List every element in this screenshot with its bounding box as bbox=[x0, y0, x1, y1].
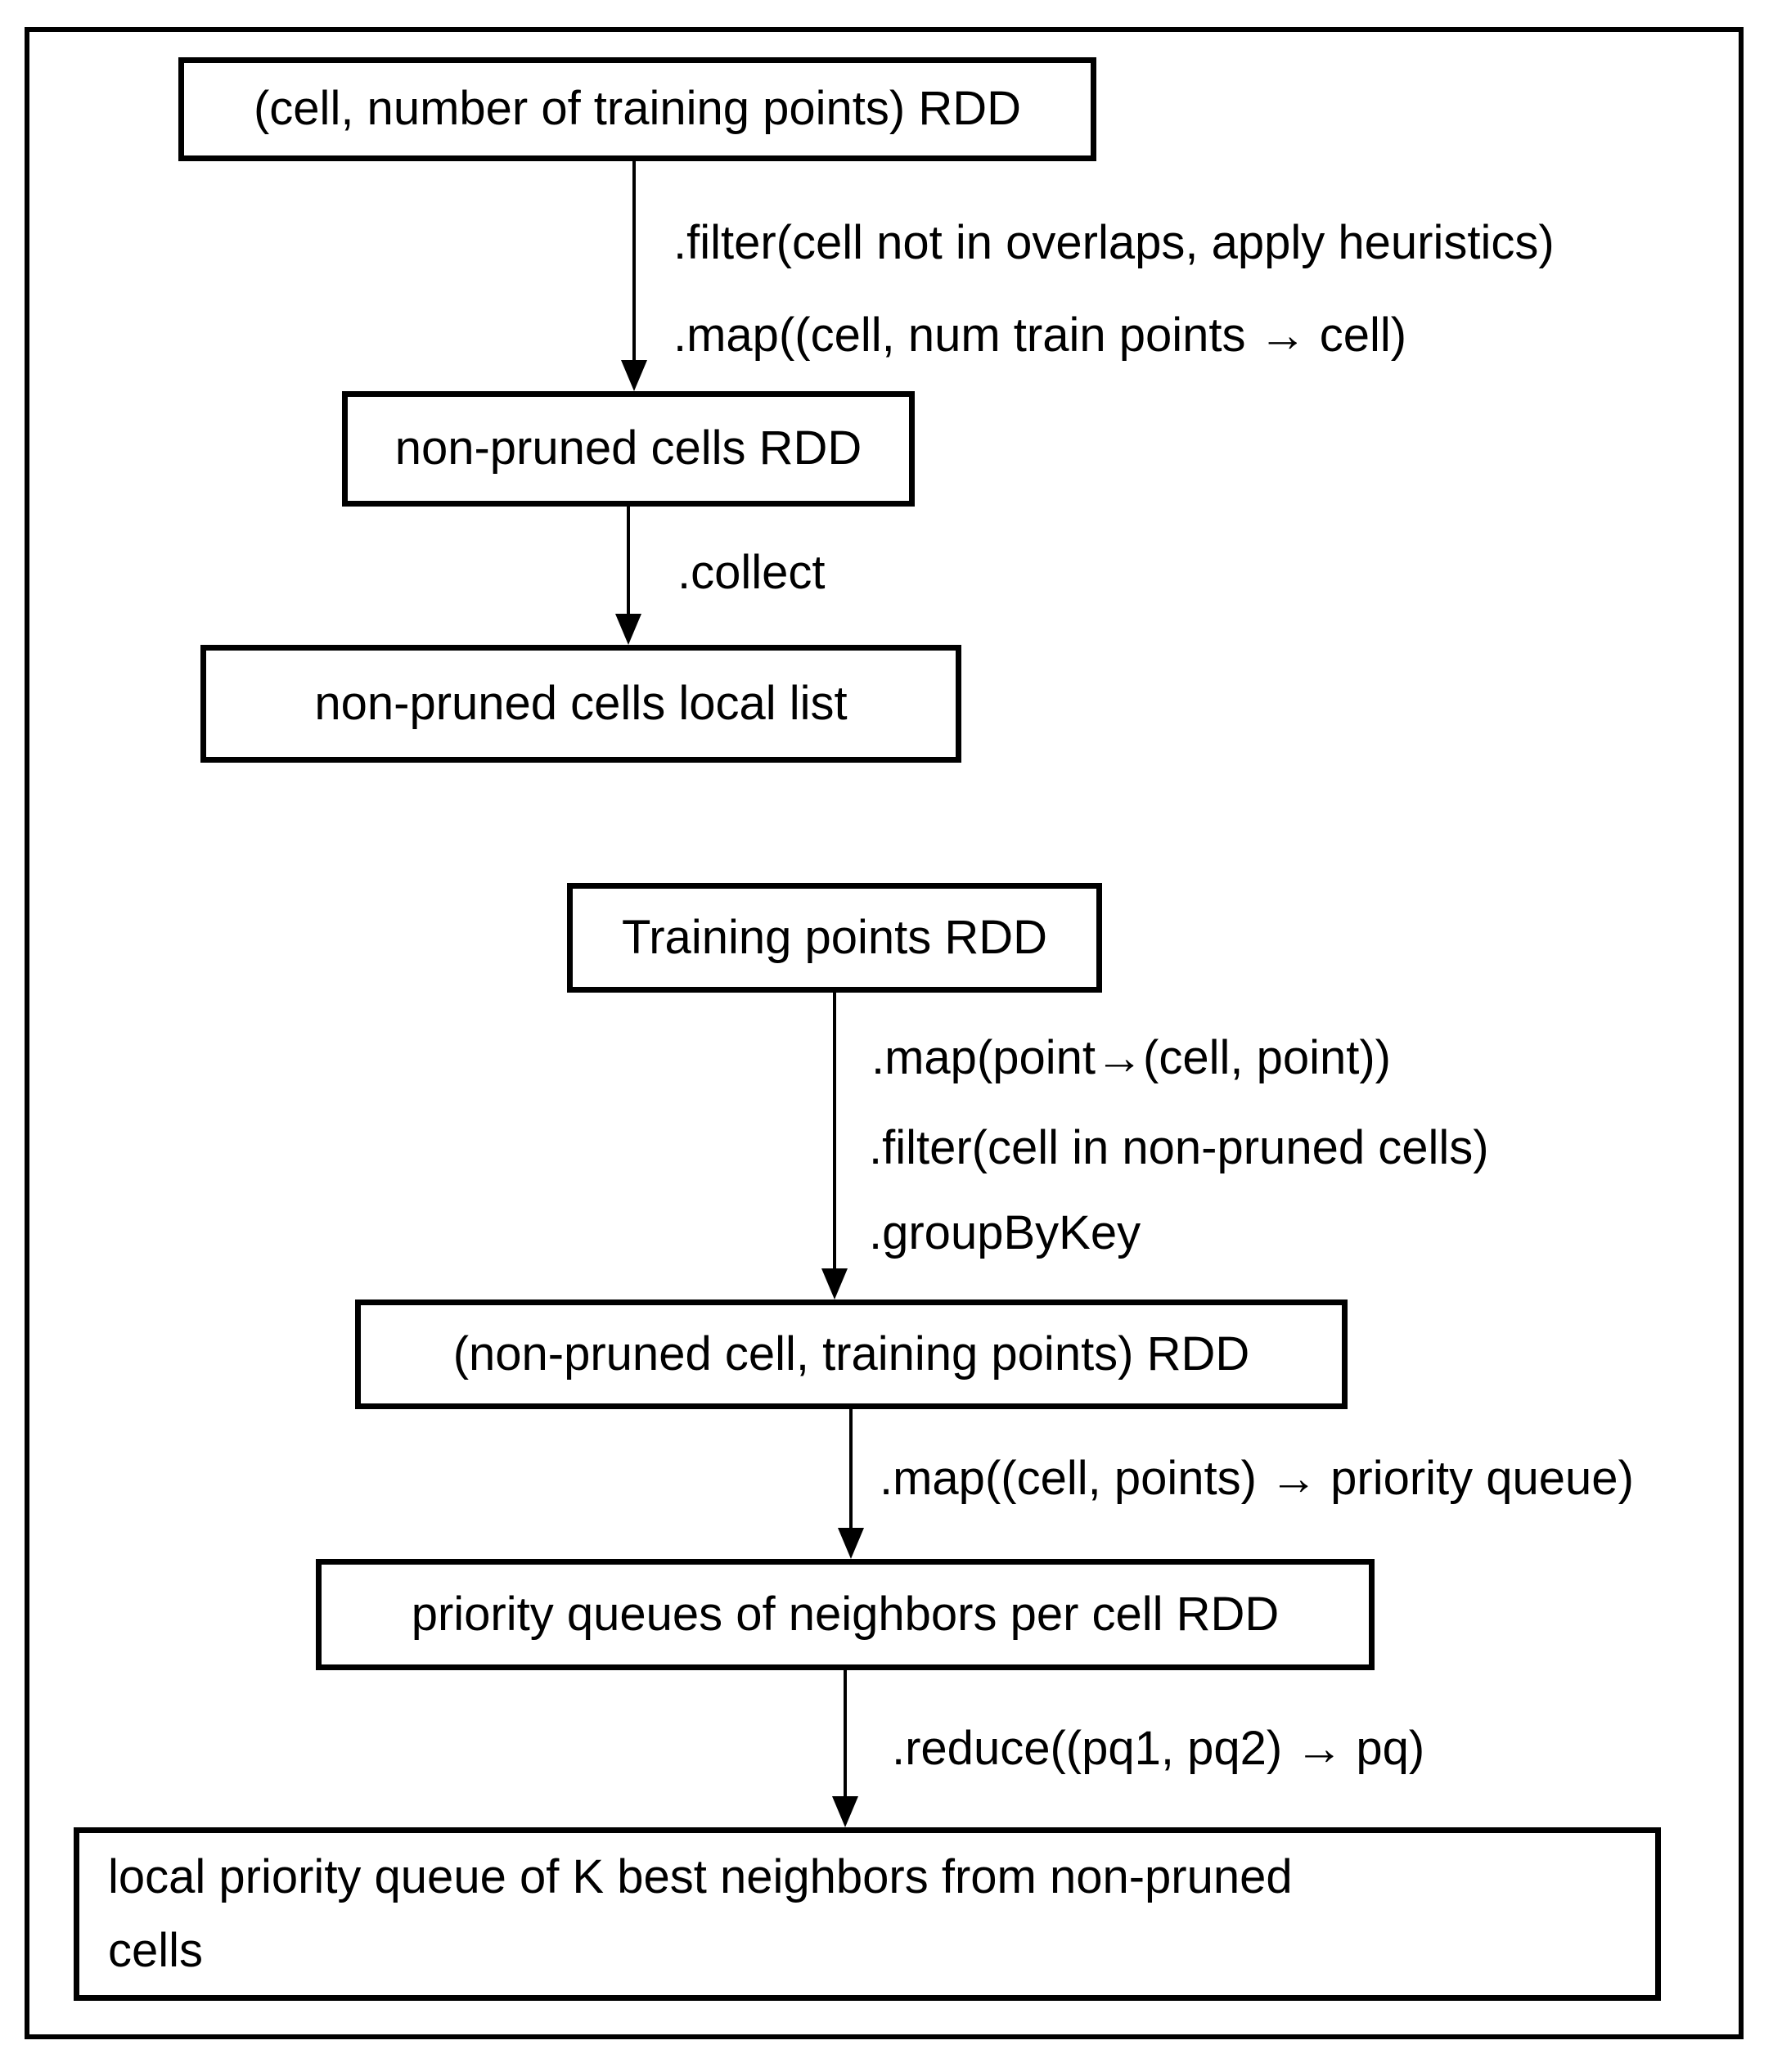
flow-arrow-reduce bbox=[832, 1670, 858, 1827]
edge-label-groupbykey: .groupByKey bbox=[869, 1206, 1141, 1259]
node-non-pruned-cells-rdd: non-pruned cells RDD bbox=[342, 391, 915, 507]
edge-label-filter-non-pruned: .filter(cell in non-pruned cells) bbox=[869, 1121, 1489, 1174]
node-local-priority-queue-k-best: local priority queue of K best neighbors… bbox=[74, 1827, 1661, 2001]
arrow-line bbox=[627, 507, 630, 614]
node-non-pruned-cells-local-list: non-pruned cells local list bbox=[200, 645, 961, 763]
down-arrowhead-icon bbox=[832, 1796, 858, 1827]
down-arrowhead-icon bbox=[838, 1528, 864, 1559]
flow-arrow-map-priority-queue bbox=[838, 1409, 864, 1559]
down-arrowhead-icon bbox=[621, 360, 647, 391]
node-label: (non-pruned cell, training points) RDD bbox=[452, 1327, 1250, 1381]
node-label: priority queues of neighbors per cell RD… bbox=[411, 1587, 1280, 1641]
flow-arrow-map-filter-groupbykey bbox=[821, 993, 848, 1300]
arrow-line bbox=[833, 993, 836, 1268]
flow-arrow-collect bbox=[615, 507, 641, 645]
node-non-pruned-cell-training-points-rdd: (non-pruned cell, training points) RDD bbox=[355, 1300, 1348, 1409]
arrow-line bbox=[849, 1409, 853, 1528]
flow-arrow-filter-map bbox=[621, 161, 647, 391]
arrow-line bbox=[632, 161, 636, 360]
down-arrowhead-icon bbox=[615, 614, 641, 645]
node-label: non-pruned cells RDD bbox=[394, 421, 862, 475]
node-label: Training points RDD bbox=[621, 910, 1048, 964]
node-training-points-rdd: Training points RDD bbox=[567, 883, 1102, 993]
node-label: local priority queue of K best neighbors… bbox=[108, 1850, 1293, 1977]
edge-label-collect: .collect bbox=[677, 546, 826, 599]
edge-label-map-priority-queue: .map((cell, points) → priority queue) bbox=[880, 1452, 1634, 1505]
down-arrowhead-icon bbox=[821, 1268, 848, 1300]
edge-label-reduce-pq: .reduce((pq1, pq2) → pq) bbox=[892, 1722, 1425, 1775]
node-label: (cell, number of training points) RDD bbox=[253, 82, 1022, 136]
edge-label-map-point-cell: .map(point→(cell, point)) bbox=[871, 1031, 1391, 1084]
arrow-line bbox=[844, 1670, 847, 1796]
edge-label-map-cell: .map((cell, num train points → cell) bbox=[673, 309, 1407, 362]
node-priority-queues-per-cell-rdd: priority queues of neighbors per cell RD… bbox=[316, 1559, 1375, 1670]
node-cell-train-count-rdd: (cell, number of training points) RDD bbox=[178, 57, 1096, 161]
node-label: non-pruned cells local list bbox=[314, 676, 848, 730]
edge-label-filter-overlaps: .filter(cell not in overlaps, apply heur… bbox=[673, 216, 1555, 269]
diagram-outer-border bbox=[25, 27, 1744, 2039]
